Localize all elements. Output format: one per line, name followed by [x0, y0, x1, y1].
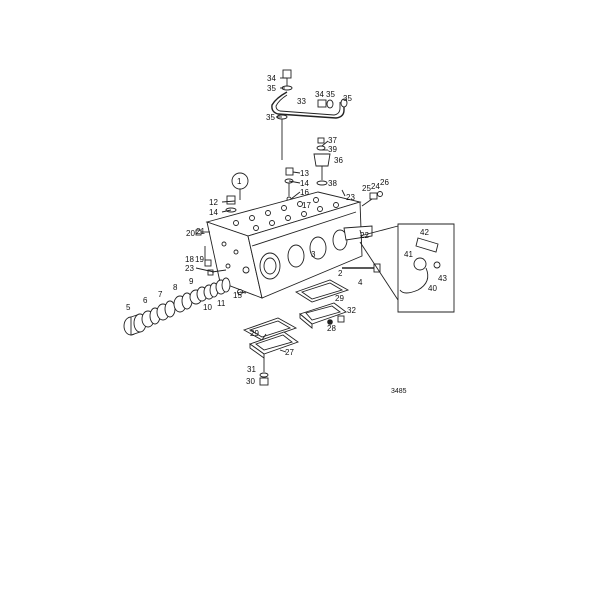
plug-13 [285, 167, 294, 176]
label-18: 18 [185, 255, 194, 264]
part-43 [433, 261, 441, 269]
label-21: 21 [196, 227, 205, 236]
leader-lines [195, 77, 363, 353]
plug-11 [215, 277, 231, 295]
bolt-30 [259, 358, 269, 386]
label-5: 5 [126, 303, 131, 312]
label-6: 6 [143, 296, 148, 305]
label-23b: 23 [185, 264, 194, 273]
plug-5 [123, 313, 147, 336]
washer-38 [316, 180, 328, 186]
sensor-42 [415, 237, 439, 253]
label-35c: 35 [326, 90, 335, 99]
label-8: 8 [173, 283, 178, 292]
label-23a: 23 [346, 193, 355, 202]
label-19: 19 [195, 255, 204, 264]
side-ports [251, 211, 357, 280]
cylinder-head-block [205, 191, 373, 299]
label-12: 12 [209, 198, 218, 207]
callout-label: 1 [237, 177, 242, 186]
label-31: 31 [247, 365, 256, 374]
sender-assembly [313, 137, 331, 186]
right-fittings [361, 191, 383, 207]
label-35b: 35 [266, 113, 275, 122]
label-41: 41 [404, 250, 413, 259]
inset-detail-box [359, 223, 455, 313]
label-4: 4 [358, 278, 363, 287]
label-14b: 14 [209, 208, 218, 217]
label-36: 36 [334, 156, 343, 165]
label-26: 26 [380, 178, 389, 187]
label-14a: 14 [300, 179, 309, 188]
label-34b: 34 [315, 90, 324, 99]
label-29b: 29 [250, 329, 259, 338]
label-27: 27 [285, 348, 294, 357]
label-35d: 35 [343, 94, 352, 103]
drawing-number: 3485 [391, 388, 407, 395]
label-42: 42 [420, 228, 429, 237]
part-41 [413, 257, 427, 271]
label-38: 38 [328, 179, 337, 188]
plug-9 [189, 286, 208, 305]
label-2: 2 [338, 269, 343, 278]
bolt-head-34 [282, 69, 292, 79]
label-11: 11 [217, 299, 226, 308]
label-16: 16 [300, 188, 309, 197]
gasket-29-upper [294, 279, 350, 303]
part-labels: 34 35 33 35 34 35 35 37 39 36 13 14 38 1… [126, 74, 447, 386]
sender-36 [313, 153, 331, 167]
label-10: 10 [203, 303, 212, 312]
gasket-29-lower [242, 317, 298, 341]
label-28: 28 [327, 324, 336, 333]
callout-circle-1: 1 [231, 172, 249, 200]
label-22: 22 [360, 231, 369, 240]
label-9: 9 [189, 277, 194, 286]
washer-35-mid [326, 99, 334, 109]
plug-7 [156, 300, 176, 321]
label-7: 7 [158, 290, 163, 299]
label-29a: 29 [335, 294, 344, 303]
bolt-4 [342, 263, 381, 273]
label-15: 15 [233, 291, 242, 300]
washer-35-right [340, 98, 348, 108]
breather-pipe-assembly [271, 69, 348, 160]
label-35a: 35 [267, 84, 276, 93]
cup-plugs [123, 277, 231, 336]
label-34a: 34 [267, 74, 276, 83]
label-33: 33 [297, 97, 306, 106]
top-bolt-holes [233, 197, 339, 231]
label-25: 25 [362, 184, 371, 193]
label-13: 13 [300, 169, 309, 178]
label-37: 37 [328, 136, 337, 145]
cover-plate-27 [249, 331, 299, 359]
plug-8 [173, 292, 193, 313]
bolt-34-right [317, 99, 327, 108]
label-43: 43 [438, 274, 447, 283]
plug-12 [226, 195, 236, 205]
label-3: 3 [311, 250, 316, 259]
breather-pipe-33 [271, 91, 345, 119]
label-39: 39 [328, 145, 337, 154]
label-17: 17 [302, 201, 311, 210]
label-32: 32 [347, 306, 356, 315]
cover-plate-28 [299, 302, 347, 329]
label-40: 40 [428, 284, 437, 293]
label-24: 24 [371, 182, 380, 191]
label-20: 20 [186, 229, 195, 238]
label-30: 30 [246, 377, 255, 386]
